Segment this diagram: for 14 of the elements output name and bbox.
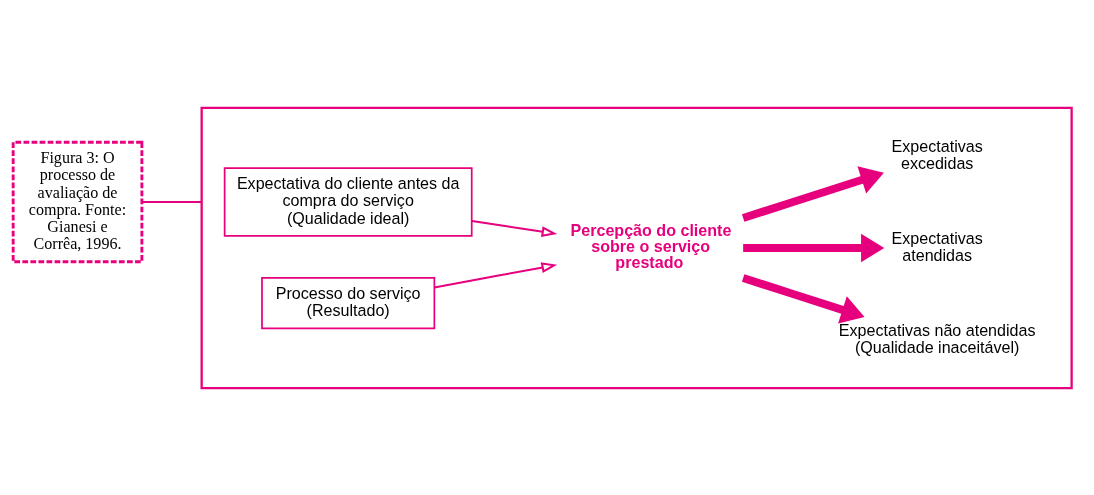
arrow bbox=[434, 261, 558, 288]
node-text: Expectativas excedidas bbox=[891, 136, 983, 172]
node-text: Expectativas não atendidas (Qualidade inaceitável) bbox=[838, 320, 1036, 356]
arrow bbox=[471, 219, 558, 237]
node-text: Expectativas atendidas bbox=[891, 228, 983, 264]
arrow bbox=[741, 273, 865, 323]
connector bbox=[141, 200, 202, 203]
node-box: Processo do serviço (Resultado) bbox=[261, 276, 436, 329]
arrow bbox=[743, 233, 885, 262]
node-text: Percepção do cliente sobre o serviço prestado bbox=[570, 220, 732, 271]
cluster bbox=[200, 106, 1073, 389]
node-box: Expectativa do cliente antes da compra do serviço (Qualidade ideal) bbox=[223, 166, 473, 237]
arrow bbox=[741, 165, 884, 222]
node-box: Figura 3: O processo de avaliação de compra. Fonte: Gianesi e Corrêa, 1996. bbox=[11, 140, 144, 263]
